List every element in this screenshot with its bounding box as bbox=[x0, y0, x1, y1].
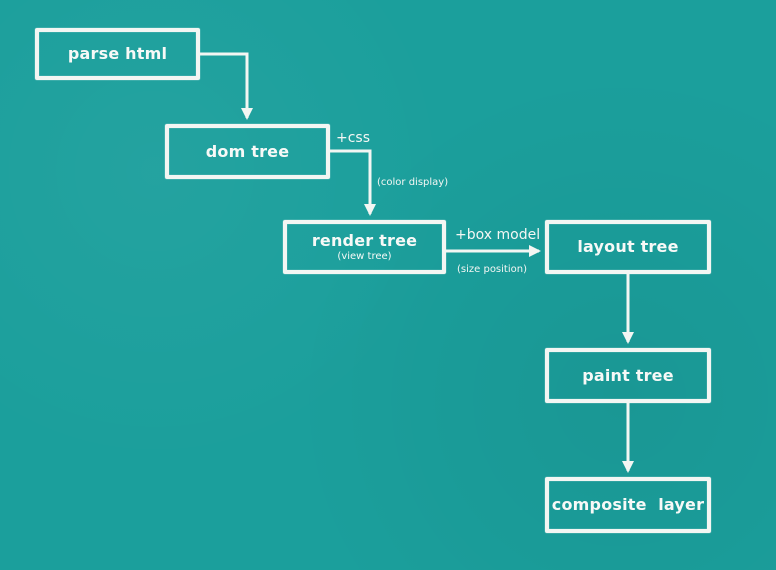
node-title: paint tree bbox=[582, 365, 674, 385]
connector-dom-to-render bbox=[330, 149, 376, 216]
node-composite-layer: composite layer bbox=[545, 477, 711, 533]
edge-label-size-position: (size position) bbox=[457, 264, 527, 275]
edge-label-color-display: (color display) bbox=[377, 177, 449, 188]
node-title: dom tree bbox=[205, 141, 290, 161]
node-layout-tree: layout tree bbox=[545, 220, 711, 274]
edge-label-box-model: +box model bbox=[455, 227, 541, 243]
node-title: parse html bbox=[67, 44, 168, 63]
node-dom-tree: dom tree bbox=[165, 124, 330, 179]
node-title: layout tree bbox=[577, 237, 679, 256]
node-paint-tree: paint tree bbox=[545, 348, 711, 403]
node-subtitle: (view tree) bbox=[337, 250, 392, 262]
node-title: composite layer bbox=[551, 495, 705, 514]
connector-parse-to-dom bbox=[200, 52, 253, 120]
node-render-tree: render tree (view tree) bbox=[283, 220, 446, 274]
edge-label-css: +css bbox=[336, 130, 371, 146]
node-parse-html: parse html bbox=[35, 28, 200, 80]
node-title: render tree bbox=[311, 230, 418, 250]
